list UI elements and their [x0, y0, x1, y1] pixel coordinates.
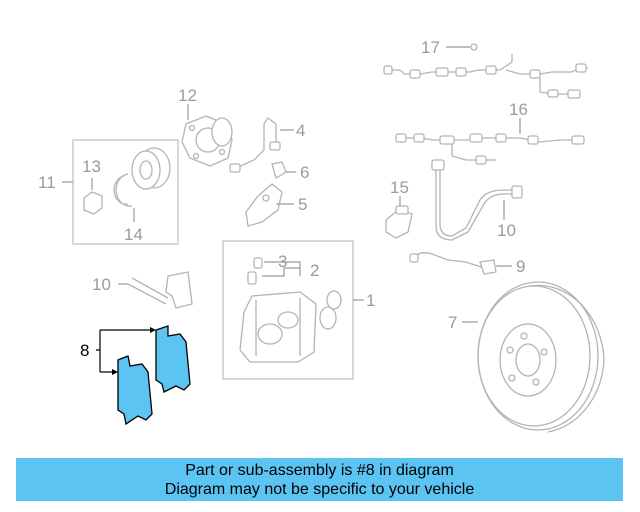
sensor-15 [385, 196, 413, 239]
wheel-carrier-12 [181, 104, 233, 167]
callout-15: 15 [390, 178, 409, 197]
group-box-11 [72, 139, 179, 245]
brake-disc-7 [462, 281, 605, 433]
callout-6: 6 [300, 163, 309, 182]
callout-17: 17 [421, 38, 440, 57]
brake-pad-lower-8 [117, 355, 153, 426]
callout-3: 3 [278, 252, 287, 271]
brake-line-4 [229, 117, 294, 173]
clip-6 [271, 161, 296, 179]
callout-7: 7 [448, 313, 457, 332]
callout-16: 16 [509, 100, 528, 119]
bearing-11 [131, 147, 171, 190]
callout-10-right: 10 [497, 221, 516, 240]
brake-pad-upper-8 [155, 325, 191, 393]
callout-14: 14 [124, 225, 143, 244]
callout-10-left: 10 [92, 275, 111, 294]
caption-banner: Part or sub-assembly is #8 in diagram Di… [16, 458, 623, 501]
caption-line-1: Part or sub-assembly is #8 in diagram [185, 461, 454, 479]
callout-5: 5 [298, 195, 307, 214]
callout-8: 8 [80, 341, 89, 360]
bleeder-screws-2-3 [247, 257, 301, 285]
nut-13 [83, 178, 103, 215]
callout-4: 4 [296, 121, 305, 140]
brake-hose-10 [431, 159, 523, 241]
callout-12: 12 [178, 86, 197, 105]
spring-clip-10 [118, 271, 193, 309]
callout-9: 9 [516, 257, 525, 276]
sensor-cable-9 [409, 252, 512, 275]
wear-sensor-cable-16 [395, 118, 585, 165]
snap-ring-14 [113, 173, 135, 222]
caliper-1 [239, 291, 317, 363]
callout-1: 1 [366, 291, 375, 310]
leader-8 [96, 327, 156, 375]
seals-1 [319, 290, 342, 330]
caption-line-2: Diagram may not be specific to your vehi… [164, 480, 475, 498]
bracket-5 [245, 183, 294, 227]
callout-2: 2 [310, 261, 319, 280]
parts-diagram: 17 16 12 4 6 [38, 38, 605, 433]
callout-13: 13 [82, 157, 101, 176]
callout-11: 11 [38, 173, 56, 192]
caliper-box-1 [222, 240, 354, 380]
wear-sensor-cable-17 [383, 43, 588, 99]
